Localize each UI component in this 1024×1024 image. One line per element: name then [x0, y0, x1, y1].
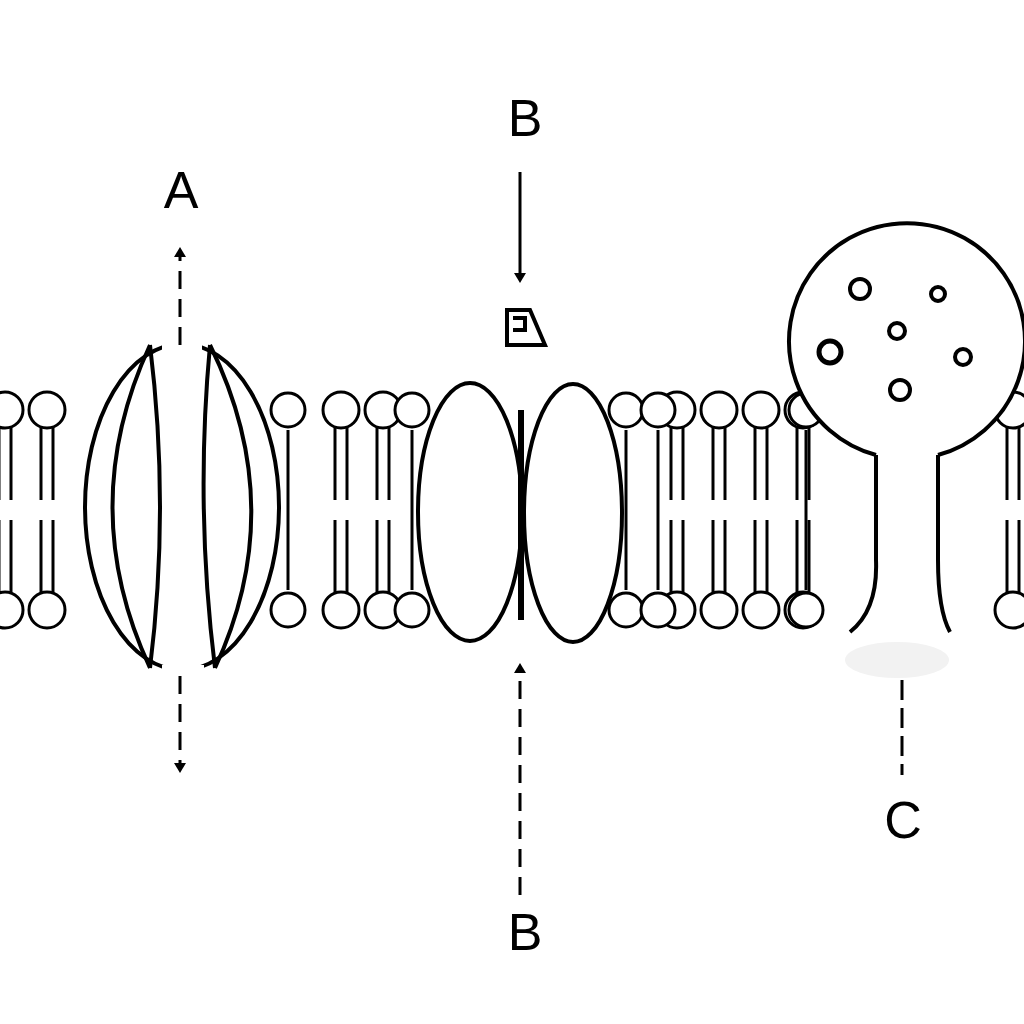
lipid-part [609, 393, 643, 427]
lipid-part [287, 430, 290, 590]
lipid-part [395, 393, 429, 427]
lipid-part [411, 430, 414, 590]
diffusion-arrows [179, 252, 182, 768]
vesicle [789, 223, 1024, 678]
solute-molecule [507, 310, 545, 345]
lipid-part [1018, 428, 1021, 500]
lipid-part [724, 428, 727, 500]
lipid-part [10, 428, 13, 500]
lipid-part [754, 520, 757, 592]
lipid-part [682, 520, 685, 592]
lipid-part [29, 592, 65, 628]
lipid-part [789, 593, 823, 627]
lipid-part [805, 430, 808, 590]
lipid-part [29, 392, 65, 428]
lipid-part [808, 520, 811, 592]
lipid-part [712, 428, 715, 500]
lipid-part [657, 430, 660, 590]
lipid-part [641, 393, 675, 427]
part-label: B [508, 92, 543, 144]
transport-arrows [519, 172, 522, 895]
lipid-part [388, 520, 391, 592]
lipid-part [0, 392, 23, 428]
lipid-part [346, 520, 349, 592]
lipid-part [670, 520, 673, 592]
lipid-part [271, 393, 305, 427]
carrier-protein [418, 383, 622, 642]
lipid-part [641, 593, 675, 627]
lipid-part [271, 593, 305, 627]
lipid-part [995, 592, 1024, 628]
lipid-part [609, 593, 643, 627]
lipid-part [701, 592, 737, 628]
lipid-part [808, 428, 811, 500]
lipid-part [625, 430, 628, 590]
lipid-part [701, 392, 737, 428]
lipid-part [323, 392, 359, 428]
lipid-part [323, 592, 359, 628]
lipid-part [52, 520, 55, 592]
lipid-part [1006, 520, 1009, 592]
lipid-part [670, 428, 673, 500]
lipid-part [766, 428, 769, 500]
lipid-part [743, 592, 779, 628]
lipid-part [1018, 520, 1021, 592]
lipid-part [395, 593, 429, 627]
lipid-part [766, 520, 769, 592]
lipid-part [376, 428, 379, 500]
lipid-part [10, 520, 13, 592]
part-label: A [164, 164, 199, 216]
lipid-part [334, 428, 337, 500]
lipid-part [376, 520, 379, 592]
lipid-part [796, 428, 799, 500]
lipid-part [0, 592, 23, 628]
exocytosis-mark [901, 680, 904, 775]
lipid-part [388, 428, 391, 500]
lipid-part [52, 428, 55, 500]
lipid-part [346, 428, 349, 500]
lipid-part [40, 520, 43, 592]
lipid-part [682, 428, 685, 500]
lipid-part [724, 520, 727, 592]
part-label: B [508, 906, 543, 958]
lipid-part [40, 428, 43, 500]
lipid-part [712, 520, 715, 592]
lipid-part [1006, 428, 1009, 500]
part-label: C [884, 794, 922, 846]
lipid-part [334, 520, 337, 592]
lipid-part [754, 428, 757, 500]
lipid-part [743, 392, 779, 428]
channel-protein [85, 340, 279, 675]
lipid-part [796, 520, 799, 592]
